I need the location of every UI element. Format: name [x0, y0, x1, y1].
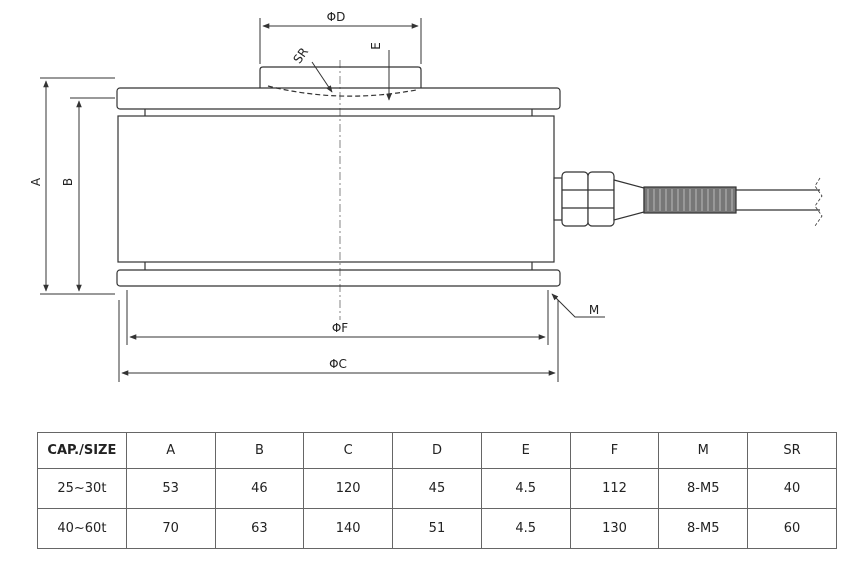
cell-e: 4.5	[480, 468, 571, 509]
bottom-plate	[116, 269, 561, 287]
spec-table-header-row: CAP./SIZE A B C D E F M SR	[37, 432, 837, 469]
cell-e: 4.5	[480, 508, 571, 549]
cell-d: 51	[392, 508, 482, 549]
label-m: M	[589, 303, 599, 317]
cell-b: 63	[214, 508, 305, 549]
cell-m: 8-M5	[658, 468, 749, 509]
header-f: F	[569, 432, 660, 469]
gland-base	[553, 177, 563, 221]
cell-cap: 40~60t	[37, 508, 127, 549]
table-row: 40~60t 70 63 140 51 4.5 130 8-M5 60	[37, 508, 837, 549]
cell-sr: 60	[747, 508, 837, 549]
label-a: A	[29, 177, 43, 186]
label-sr: SR	[291, 45, 312, 66]
header-m: M	[658, 432, 749, 469]
label-diameter-c: ΦC	[329, 357, 347, 371]
cell-a: 70	[125, 508, 216, 549]
header-cap-size: CAP./SIZE	[37, 432, 127, 469]
cell-f: 112	[569, 468, 660, 509]
cell-b: 46	[214, 468, 305, 509]
cell-sr: 40	[747, 468, 837, 509]
top-plate	[116, 87, 561, 110]
main-body	[117, 115, 555, 263]
top-button-outline	[259, 66, 422, 88]
header-c: C	[303, 432, 394, 469]
gland-nut-1	[561, 171, 589, 227]
spec-table: CAP./SIZE A B C D E F M SR 25~30t 53 46 …	[37, 432, 837, 549]
gland-nut-2	[587, 171, 615, 227]
cell-d: 45	[392, 468, 482, 509]
cell-a: 53	[125, 468, 216, 509]
label-diameter-f: ΦF	[332, 321, 348, 335]
header-d: D	[392, 432, 482, 469]
dim-sr-leader	[311, 61, 333, 93]
table-row: 25~30t 53 46 120 45 4.5 112 8-M5 40	[37, 468, 837, 509]
cell-c: 120	[303, 468, 394, 509]
dim-m-leader	[551, 293, 605, 318]
cell-c: 140	[303, 508, 394, 549]
load-cell-drawing: ΦD SR E A B ΦF ΦC M	[29, 10, 823, 382]
header-a: A	[125, 432, 216, 469]
label-b: B	[61, 178, 75, 186]
spherical-recess	[267, 85, 417, 97]
label-diameter-d: ΦD	[327, 10, 346, 24]
header-e: E	[480, 432, 571, 469]
header-sr: SR	[747, 432, 837, 469]
header-b: B	[214, 432, 305, 469]
cell-m: 8-M5	[658, 508, 749, 549]
cell-f: 130	[569, 508, 660, 549]
gland-taper	[613, 179, 645, 221]
cell-cap: 25~30t	[37, 468, 127, 509]
label-e: E	[369, 42, 383, 50]
